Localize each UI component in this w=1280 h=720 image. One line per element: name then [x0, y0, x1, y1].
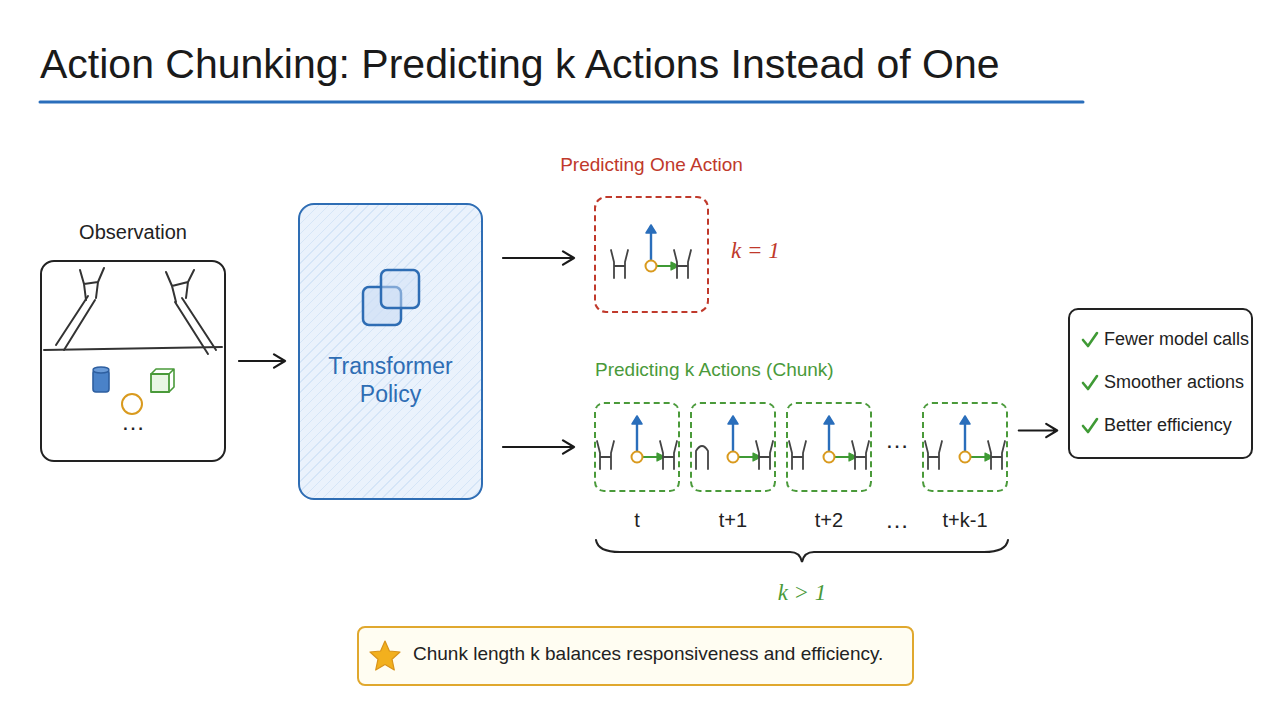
benefits-box: Fewer model callsSmoother actionsBetter … [1068, 308, 1253, 459]
group-heading: Predicting k Actions (Chunk) [595, 359, 835, 382]
box-text: Better efficiency [1104, 415, 1249, 437]
box-text: t+2 [786, 508, 872, 532]
chunk-size: k = 1 [731, 237, 801, 265]
box-text: t [594, 508, 680, 532]
box-text: Fewer model calls [1104, 329, 1249, 351]
box-text: Smoother actions [1104, 372, 1249, 394]
chunk-action-box: t [594, 402, 680, 492]
box-heading: Observation [0, 220, 266, 244]
chunk-action-box: t+2 [786, 402, 872, 492]
flow-arrow [1019, 424, 1057, 437]
chunk-action-box: t+k-1 [922, 402, 1008, 492]
observation-box: Observation… [40, 260, 226, 462]
note-box: Chunk length k balances responsiveness a… [357, 626, 914, 686]
flow-arrow [239, 354, 285, 367]
title-underline [40, 101, 1083, 104]
ellipsis: … [872, 426, 922, 455]
chunk-size: k > 1 [742, 579, 862, 607]
single-action-box: Predicting One Action [594, 196, 709, 313]
box-text: t+k-1 [922, 508, 1008, 532]
box-text: t+1 [690, 508, 776, 532]
chunk-brace [596, 540, 1008, 562]
ellipsis: … [40, 408, 226, 437]
box-text: Transformer Policy [306, 353, 475, 408]
chunk-action-box: t+1 [690, 402, 776, 492]
diagram-title: Action Chunking: Predicting k Actions In… [40, 40, 1000, 89]
flow-arrow [503, 440, 574, 453]
box-text: Chunk length k balances responsiveness a… [413, 643, 908, 666]
policy-box: Transformer Policy [298, 203, 483, 500]
flow-arrow [503, 251, 574, 264]
ellipsis: … [872, 506, 922, 535]
box-heading: Predicting One Action [524, 154, 779, 177]
